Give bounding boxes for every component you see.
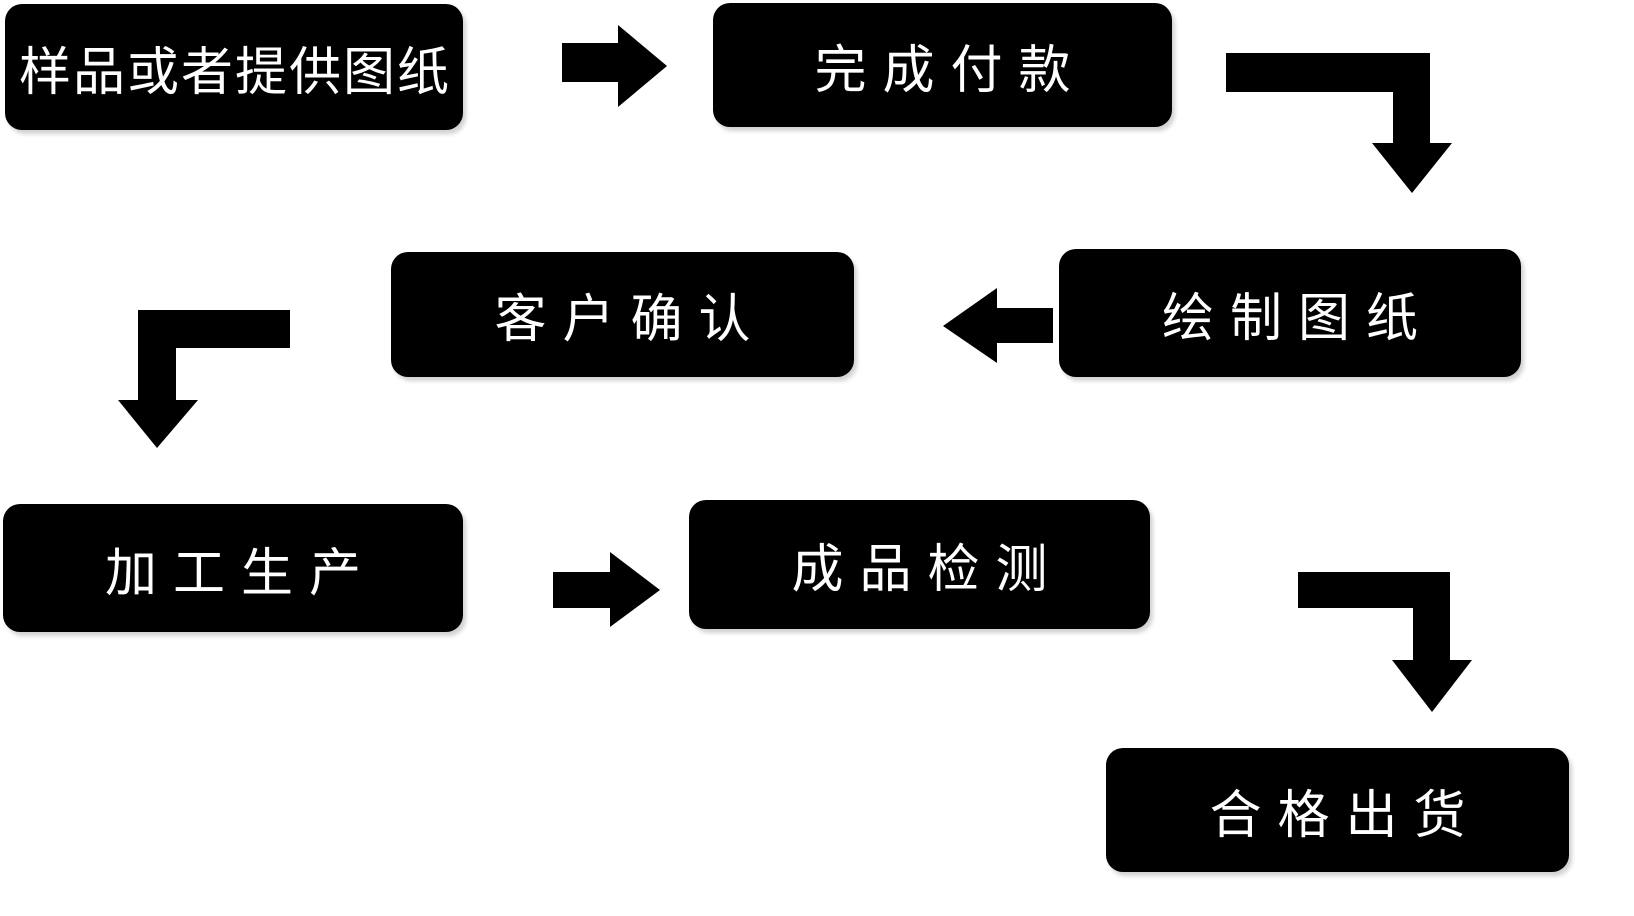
node-sample-label: 样品或者提供图纸: [18, 43, 451, 102]
node-inspection: 成品检测: [689, 500, 1150, 629]
arrow-left-icon: [943, 288, 1053, 363]
node-production-label: 加工生产: [104, 544, 377, 603]
arrow-right-icon: [553, 552, 660, 627]
node-confirm: 客户确认: [391, 252, 854, 377]
node-drawing: 绘制图纸: [1059, 249, 1521, 377]
node-drawing-label: 绘制图纸: [1161, 289, 1434, 348]
node-inspection-label: 成品检测: [791, 541, 1064, 599]
elbow-arrow-down-left-icon: [118, 310, 290, 448]
node-confirm-label: 客户确认: [494, 291, 767, 349]
node-shipment-label: 合格出货: [1209, 786, 1482, 845]
node-sample: 样品或者提供图纸: [5, 4, 463, 130]
node-shipment: 合格出货: [1106, 748, 1569, 872]
elbow-arrow-down-right-icon: [1226, 53, 1452, 193]
arrow-right-icon: [562, 25, 667, 107]
node-payment: 完成付款: [713, 3, 1172, 127]
node-payment-label: 完成付款: [814, 41, 1087, 100]
node-production: 加工生产: [3, 504, 463, 632]
elbow-arrow-down-right-icon: [1298, 572, 1472, 712]
